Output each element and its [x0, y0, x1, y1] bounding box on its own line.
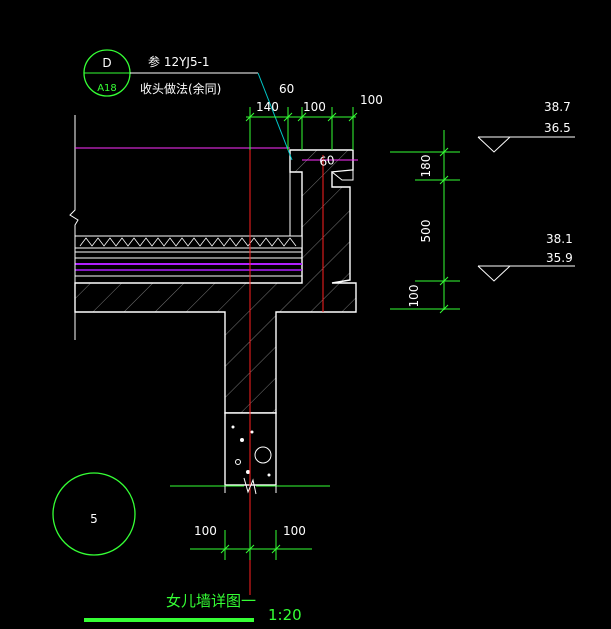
parapet-label: 60 — [318, 153, 335, 169]
detail-number-callout: 5 — [52, 472, 136, 556]
dim-180: 180 — [419, 155, 433, 178]
ground-line — [170, 477, 330, 495]
elevation-lower-bottom: 35.9 — [546, 251, 573, 265]
callout-sheet: A18 — [97, 83, 117, 94]
elevation-lower-top: 38.1 — [546, 232, 573, 246]
elevation-mark-lower: 38.1 35.9 — [477, 232, 575, 282]
break-line-left — [69, 115, 79, 340]
callout-letter: D — [102, 56, 111, 70]
dim-140: 140 — [256, 100, 279, 114]
detail-number: 5 — [90, 512, 98, 526]
callout-note-text: 收头做法(余同) — [140, 81, 221, 96]
elevation-upper-bottom: 36.5 — [544, 121, 571, 135]
bottom-dimensions: 100 100 — [190, 524, 312, 560]
concrete-section — [74, 149, 357, 414]
coping-flag — [330, 169, 354, 181]
title-text: 女儿墙详图一 — [166, 592, 256, 610]
vertical-dimensions: 180 500 100 — [390, 130, 460, 314]
detail-number-circle — [52, 472, 136, 556]
elevation-upper-top: 38.7 — [544, 100, 571, 114]
dim-bottom-right: 100 — [283, 524, 306, 538]
concrete-structure — [74, 149, 357, 414]
dim-500: 500 — [419, 220, 433, 243]
scale-text: 1:20 — [268, 606, 302, 624]
roof-layers — [69, 115, 303, 340]
top-dimensions: 140 60 100 100 — [245, 82, 383, 150]
dim-60: 60 — [279, 82, 294, 96]
dim-100v: 100 — [407, 285, 421, 308]
title-underline — [84, 618, 254, 622]
callout-ref-text: 参 12YJ5-1 — [148, 54, 210, 69]
elevation-mark-upper: 38.7 36.5 — [477, 100, 575, 153]
dim-100a: 100 — [303, 100, 326, 114]
dim-100b: 100 — [360, 93, 383, 107]
dim-bottom-left: 100 — [194, 524, 217, 538]
drawing-title: 女儿墙详图一 1:20 — [84, 592, 302, 624]
